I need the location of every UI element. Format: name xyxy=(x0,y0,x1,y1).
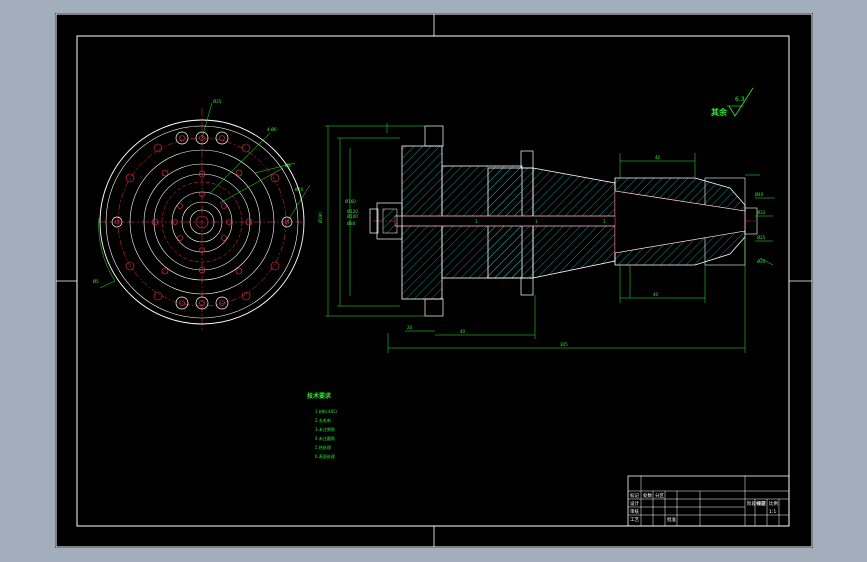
svg-text:Ø40: Ø40 xyxy=(755,192,764,197)
svg-text:Ø20: Ø20 xyxy=(757,259,766,264)
svg-text:1: 1 xyxy=(475,219,478,224)
svg-text:40: 40 xyxy=(460,329,466,334)
svg-text:Ø35: Ø35 xyxy=(213,99,222,104)
drawing-sheet: Ø35 4-Ø6 Ø8 Ø20 Ø5 xyxy=(55,13,813,548)
end-view-flange: Ø35 4-Ø6 Ø8 Ø20 Ø5 xyxy=(93,99,311,331)
title-cell: 重量 xyxy=(757,500,766,507)
svg-text:Ø80: Ø80 xyxy=(347,221,356,226)
title-cell: 处数 xyxy=(643,492,652,499)
note-line: 6.表面处理 xyxy=(315,453,335,459)
surface-finish-label: 其余 xyxy=(711,107,728,117)
title-block: 标记 处数 分区 设计 审核 工艺 批准 阶段标记 重量 比例 1:1 xyxy=(627,475,790,527)
svg-text:4-Ø6: 4-Ø6 xyxy=(267,127,277,132)
title-cell: 比例 xyxy=(769,500,778,507)
title-cell: 阶段标记 xyxy=(747,500,765,507)
note-line: 5.热处理 xyxy=(315,444,331,450)
notes-title: 技术要求 xyxy=(307,392,332,400)
svg-text:305: 305 xyxy=(560,342,568,347)
svg-text:Ø160: Ø160 xyxy=(345,199,356,204)
svg-text:Ø120: Ø120 xyxy=(347,209,358,214)
title-cell: 设计 xyxy=(630,500,639,507)
note-line: 1.材料:40Cr xyxy=(315,408,338,414)
svg-text:Ø5: Ø5 xyxy=(93,279,99,284)
surface-finish-symbol: 其余 6.3 xyxy=(711,87,754,117)
section-view: Ø190 Ø160 Ø120 Ø100 Ø80 305 20 40 40 40 … xyxy=(318,123,775,353)
title-cell: 审核 xyxy=(630,508,639,515)
cad-drawing: Ø35 4-Ø6 Ø8 Ø20 Ø5 xyxy=(55,13,813,548)
note-line: 3.未注倒角 xyxy=(315,426,335,432)
title-cell: 标记 xyxy=(630,492,639,499)
svg-text:Ø20: Ø20 xyxy=(295,187,304,192)
svg-text:1: 1 xyxy=(603,219,606,224)
title-cell: 分区 xyxy=(655,492,664,499)
note-line: 4.未注圆角 xyxy=(315,435,335,441)
svg-text:40: 40 xyxy=(655,155,661,160)
svg-text:1: 1 xyxy=(535,219,538,224)
technical-notes: 技术要求 1.材料:40Cr 2.去毛刺 3.未注倒角 4.未注圆角 5.热处理… xyxy=(307,392,338,459)
title-cell: 批准 xyxy=(667,516,676,523)
svg-text:Ø190: Ø190 xyxy=(318,212,323,223)
svg-text:Ø8: Ø8 xyxy=(285,163,291,168)
centering-marks xyxy=(56,14,812,547)
svg-text:Ø100: Ø100 xyxy=(347,214,358,219)
svg-text:Ø32: Ø32 xyxy=(757,210,766,215)
note-line: 2.去毛刺 xyxy=(315,417,331,423)
svg-text:20: 20 xyxy=(407,325,413,330)
title-cell: 1:1 xyxy=(769,509,776,515)
svg-text:40: 40 xyxy=(653,292,659,297)
svg-text:Ø25: Ø25 xyxy=(757,235,766,240)
surface-finish-value: 6.3 xyxy=(735,96,745,103)
title-cell: 工艺 xyxy=(630,517,639,523)
